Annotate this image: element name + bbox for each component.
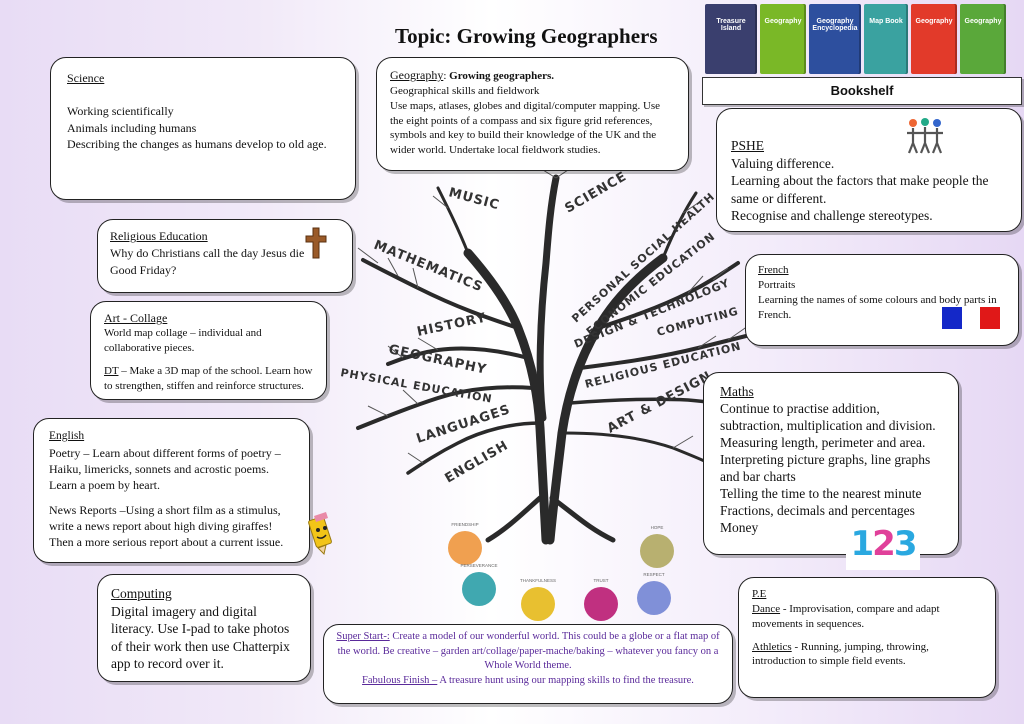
value-label: TRUST bbox=[593, 578, 609, 583]
value-label: FRIENDSHIP bbox=[451, 522, 479, 527]
science-heading: Science bbox=[67, 71, 105, 85]
science-box: Science Working scientifically Animals i… bbox=[50, 57, 356, 200]
computing-box: Computing Digital imagery and digital li… bbox=[97, 574, 311, 682]
maths-line: Money bbox=[720, 520, 759, 535]
respect-icon: RESPECT bbox=[637, 572, 671, 615]
hope-icon: HOPE bbox=[640, 525, 674, 568]
science-line: Describing the changes as humans develop… bbox=[67, 137, 327, 152]
branch-label-history: HISTORY bbox=[416, 311, 488, 340]
pshe-box: PSHE Valuing difference. Learning about … bbox=[716, 108, 1022, 232]
dance-label: Dance bbox=[752, 602, 781, 615]
pe-heading: P.E bbox=[752, 588, 767, 600]
branch-label-mathematics: MATHEMATICS bbox=[372, 238, 486, 296]
english-heading: English bbox=[49, 430, 85, 442]
pshe-line: Learning about the factors that make peo… bbox=[731, 173, 989, 206]
branch-label-music: MUSIC bbox=[447, 185, 501, 213]
bookshelf-images: Treasure Island Geography Geography Ency… bbox=[703, 4, 1021, 76]
cross-icon bbox=[305, 227, 327, 259]
geography-subheading: Growing geographers. bbox=[449, 70, 555, 82]
red-swatch bbox=[980, 307, 1000, 329]
dt-heading: DT bbox=[104, 364, 119, 377]
art-body: World map collage – individual and colla… bbox=[104, 327, 262, 355]
page-title: Topic: Growing Geographers bbox=[395, 24, 658, 48]
french-box: French Portraits Learning the names of s… bbox=[745, 254, 1019, 346]
geography-box: Geography: Growing geographers. Geograph… bbox=[376, 57, 689, 171]
branch-label-pshe: PERSONAL SOCIAL HEALTH bbox=[569, 190, 717, 325]
pshe-heading: PSHE bbox=[731, 138, 765, 153]
maths-box: Maths Continue to practise addition, sub… bbox=[703, 372, 959, 555]
friendship-icon: FRIENDSHIP bbox=[448, 522, 482, 565]
dance-body: - Improvisation, compare and adapt movem… bbox=[752, 602, 940, 630]
computing-heading: Computing bbox=[111, 586, 172, 601]
maths-line: Continue to practise addition, subtracti… bbox=[720, 401, 936, 433]
value-label: THANKFULNESS bbox=[519, 578, 556, 583]
blue-swatch bbox=[942, 307, 962, 329]
curriculum-tree: MUSIC SCIENCE MATHEMATICS PERSONAL SOCIA… bbox=[339, 169, 765, 545]
book-cover: Treasure Island bbox=[705, 4, 757, 74]
french-body: Learning the names of some colours and b… bbox=[758, 293, 997, 321]
pencil-icon bbox=[308, 512, 332, 555]
superstart-label: Super Start-: bbox=[336, 631, 390, 642]
re-body: Why do Christians call the day Jesus die… bbox=[110, 245, 305, 277]
value-label: PERSEVERANCE bbox=[460, 563, 498, 568]
book-cover: Geography bbox=[760, 4, 806, 74]
re-box: Religious Education Why do Christians ca… bbox=[97, 219, 353, 293]
athletics-body: - Running, jumping, throwing, introducti… bbox=[752, 640, 929, 668]
geography-line: Geographical skills and fieldwork bbox=[390, 84, 540, 97]
re-heading: Religious Education bbox=[110, 229, 208, 243]
english-para: Poetry – Learn about different forms of … bbox=[49, 445, 281, 492]
pshe-line: Valuing difference. bbox=[731, 155, 835, 171]
geography-body: Use maps, atlases, globes and digital/co… bbox=[390, 99, 661, 157]
dt-body: – Make a 3D map of the school. Learn how… bbox=[104, 364, 313, 392]
value-label: HOPE bbox=[650, 525, 664, 530]
trust-icon: TRUST bbox=[584, 578, 618, 621]
dt-line: DT – Make a 3D map of the school. Learn … bbox=[104, 364, 313, 394]
maths-line: Telling the time to the nearest minute bbox=[720, 486, 922, 501]
book-cover: Map Book bbox=[864, 4, 908, 74]
maths-heading: Maths bbox=[720, 384, 754, 399]
science-line: Working scientifically bbox=[67, 103, 174, 118]
numbers-icon: 123 bbox=[846, 518, 920, 570]
superstart-text: Super Start-: Create a model of our wond… bbox=[334, 630, 722, 674]
maths-line: Interpreting picture graphs, line graphs… bbox=[720, 452, 931, 484]
finish-text: Fabulous Finish – A treasure hunt using … bbox=[334, 674, 722, 689]
pshe-line: Recognise and challenge stereotypes. bbox=[731, 208, 933, 224]
people-holding-hands-icon bbox=[907, 118, 943, 154]
english-para: News Reports –Using a short film as a st… bbox=[49, 503, 284, 550]
pe-box: P.E Dance - Improvisation, compare and a… bbox=[738, 577, 996, 698]
book-cover: Geography bbox=[960, 4, 1006, 74]
french-heading: French bbox=[758, 264, 789, 276]
french-line: Portraits bbox=[758, 278, 796, 291]
book-cover: Geography Encyclopedia bbox=[809, 4, 861, 74]
athletics-label: Athletics bbox=[752, 640, 792, 653]
bookshelf-label: Bookshelf bbox=[702, 77, 1022, 105]
book-cover: Geography bbox=[911, 4, 957, 74]
science-line: Animals including humans bbox=[67, 120, 197, 135]
geography-heading: Geography bbox=[390, 68, 444, 82]
maths-line: Measuring length, perimeter and area. bbox=[720, 435, 926, 450]
art-heading: Art - Collage bbox=[104, 311, 168, 325]
thankfulness-icon: THANKFULNESS bbox=[520, 578, 556, 621]
project-box: Super Start-: Create a model of our wond… bbox=[323, 624, 733, 704]
pe-athletics: Athletics - Running, jumping, throwing, … bbox=[752, 640, 982, 670]
value-label: RESPECT bbox=[643, 572, 665, 577]
computing-body: Digital imagery and digital literacy. Us… bbox=[111, 603, 290, 672]
finish-label: Fabulous Finish – bbox=[362, 675, 438, 687]
finish-body: A treasure hunt using our mapping skills… bbox=[437, 675, 694, 687]
pe-dance: Dance - Improvisation, compare and adapt… bbox=[752, 602, 982, 632]
branch-label-science: SCIENCE bbox=[563, 169, 630, 216]
perseverance-icon: PERSEVERANCE bbox=[460, 563, 498, 606]
art-box: Art - Collage World map collage – indivi… bbox=[90, 301, 327, 400]
maths-line: Fractions, decimals and percentages bbox=[720, 503, 915, 518]
english-box: English Poetry – Learn about different f… bbox=[33, 418, 310, 563]
superstart-body: Create a model of our wonderful world. T… bbox=[337, 631, 720, 672]
